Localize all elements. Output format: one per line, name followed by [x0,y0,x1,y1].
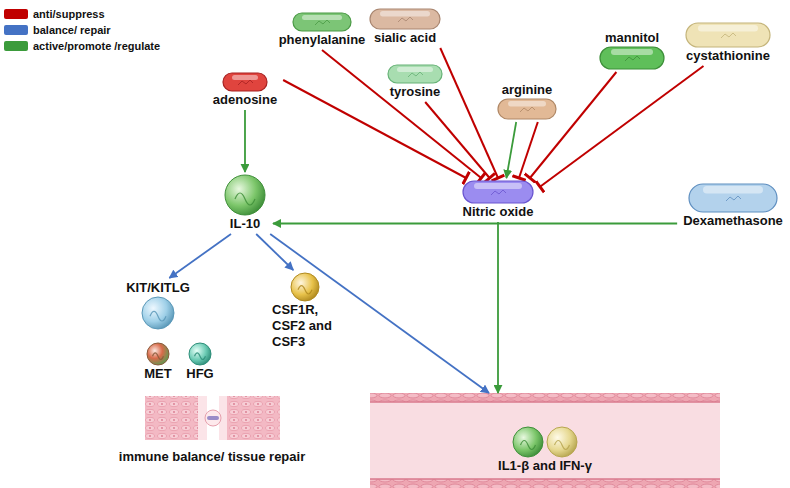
legend-swatch [4,41,28,51]
connector [506,122,516,178]
connector [322,50,481,178]
connector [497,222,499,393]
molecule-pill: adenosine [207,70,283,110]
tissue-illustration [145,396,280,440]
node-label: sialic acid [374,30,436,46]
legend-row: anti/suppress [4,6,160,22]
molecule-pill: sialic acid [363,6,447,48]
caption-label: immune balance/ tissue repair [119,449,305,464]
pill-shape [369,8,441,30]
pill-shape [497,98,557,120]
pill-shape [688,183,778,213]
node-label: phenylalanine [279,32,366,48]
molecule-pill: mannitol [593,28,671,72]
connector [169,234,231,278]
protein-icon: CSF1R, CSF2 and CSF3 [266,270,344,352]
legend-text: balance/ repair [33,24,111,36]
connector [519,122,538,178]
protein-ball [223,174,267,216]
connector [425,102,489,178]
legend-text: active/promote /regulate [33,40,160,52]
connector [283,80,466,178]
node-label: KIT/KITLG [126,280,190,296]
protein-icon: HFG [180,340,219,384]
connector [270,234,489,393]
connector [256,234,293,270]
node-label: MET [144,366,171,382]
node-label: mannitol [605,30,659,46]
node-label: adenosine [213,92,277,108]
protein-ball [140,296,176,330]
molecule-pill: Nitric oxide [456,178,540,222]
connector [273,223,677,225]
node-label: Dexamethasone [683,213,783,229]
connector [244,110,246,172]
pill-shape [685,22,771,48]
connector [440,48,498,178]
legend-text: anti/suppress [33,8,105,20]
protein-ball [145,342,171,366]
node-label: IL-10 [230,216,260,232]
blood-vessel: IL1-β and IFN-γ [370,393,720,488]
protein-icon: KIT/KITLG [120,278,196,332]
pill-shape [462,180,534,204]
pill-shape [222,72,268,92]
legend-swatch [4,9,28,19]
node-label: HFG [186,366,213,382]
node-label: tyrosine [390,84,441,100]
molecule-pill: phenylalanine [273,10,372,50]
molecule-pill: cystathionine [679,20,777,66]
protein-ball [289,272,321,302]
drug-pill: Dexamethasone [677,181,789,231]
legend-row: active/promote /regulate [4,38,160,54]
pill-shape [292,12,352,32]
pill-shape [599,46,665,70]
node-label: arginine [502,82,553,98]
protein-icon: MET [138,340,177,384]
node-label: Nitric oxide [463,204,534,220]
protein-ball [187,342,213,366]
molecule-pill: tyrosine [381,62,449,102]
node-label: IL1-β and IFN-γ [498,458,592,474]
legend-row: balance/ repair [4,22,160,38]
connector [540,66,704,187]
node-label: cystathionine [686,48,770,64]
vessel-illustration [370,393,720,488]
node-label: CSF1R, CSF2 and CSF3 [272,302,338,350]
protein-ball [511,426,579,458]
pill-shape [387,64,443,84]
legend: anti/suppress balance/ repair active/promo… [4,6,160,54]
protein-icon: IL-10 [217,172,273,234]
legend-swatch [4,25,28,35]
molecule-pill: arginine [491,80,563,122]
